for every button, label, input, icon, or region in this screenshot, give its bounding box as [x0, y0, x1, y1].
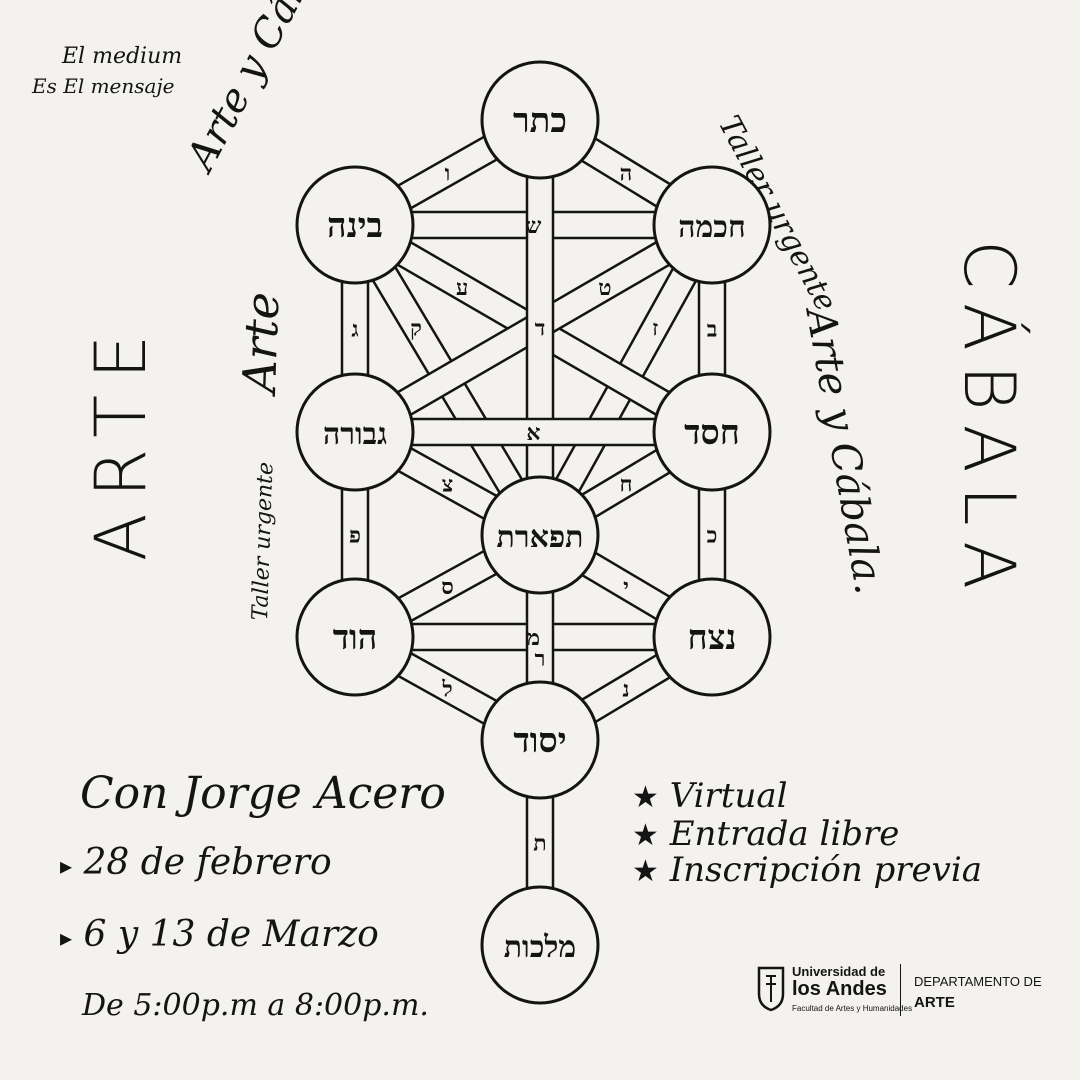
host-name: Con Jorge Acero: [80, 768, 446, 819]
logo-divider: [900, 964, 901, 1016]
date-row-2: ▸ 6 y 13 de Marzo: [60, 914, 379, 955]
date-text: 6 y 13 de Marzo: [83, 914, 379, 955]
path-letter-chesed-netzach: כ: [707, 523, 718, 549]
path-letter-netzach-yesod: נ: [622, 677, 629, 703]
path-letter-tiferet-hod: ס: [441, 574, 454, 600]
university-logo-block: Universidad de los Andes Facultad de Art…: [756, 962, 1056, 1022]
star-icon: ★: [632, 780, 659, 815]
sefira-label-keter: כתר: [513, 101, 567, 141]
path-letter-binah-gevurah: ג: [351, 317, 358, 343]
date-bullet-icon: ▸: [60, 852, 73, 880]
sefira-label-yesod: יסוד: [513, 721, 566, 761]
department-line2: ARTE: [914, 994, 955, 1011]
path-letter-tiferet-yesod: ר: [535, 646, 546, 672]
path-letter-keter-binah: ו: [445, 161, 451, 187]
sefira-label-chesed: חסד: [684, 413, 740, 453]
star-icon: ★: [632, 818, 659, 853]
path-letter-keter-chokhmah: ה: [620, 161, 633, 187]
date-text: 28 de febrero: [83, 842, 332, 883]
path-letters: ו ה ש ק ז ג ב ע ט ד א צ ח פ כ ס י מר ל נ ת: [349, 161, 717, 857]
sefira-label-gevurah: גבורה: [323, 417, 387, 452]
sefira-circle-netzach: [652, 577, 772, 697]
corner-note-line1: El medium: [62, 44, 183, 69]
sefira-label-chokhmah: חכמה: [678, 210, 745, 245]
sefira-circle-tiferet: [480, 475, 600, 595]
time-range: De 5:00p.m a 8:00p.m.: [82, 988, 429, 1023]
path-letter-chokhmah-tiferet: ז: [652, 315, 658, 341]
sefira-label-binah: בינה: [327, 206, 383, 246]
sefira-circle-yesod: [480, 680, 600, 800]
path-letter-binah-tiferet: ק: [410, 315, 422, 341]
faculty-name: Facultad de Artes y Humanidades: [792, 1004, 913, 1013]
sefira-label-tiferet: תפארת: [497, 520, 584, 555]
sefira-label-netzach: נצח: [688, 618, 737, 658]
star-icon: ★: [632, 854, 659, 889]
path-letter-hod-netzach: מ: [527, 625, 540, 651]
path-letter-tiferet-netzach: י: [623, 574, 629, 600]
path-letter-chokhmah-gevurah: ט: [598, 275, 611, 301]
sefira-circle-hod: [295, 577, 415, 697]
date-row-1: ▸ 28 de febrero: [60, 842, 332, 883]
path-letter-binah-chesed: ע: [456, 275, 468, 301]
path-letter-keter-tiferet: ד: [535, 316, 546, 342]
sefira-label-hod: הוד: [333, 618, 378, 658]
sefira-circle-binah: [295, 165, 415, 285]
path-letter-chesed-tiferet: ח: [619, 472, 632, 498]
feature-text: Inscripción previa: [669, 850, 983, 890]
sefira-circle-chesed: [652, 372, 772, 492]
feature-row-3: ★ Inscripción previa: [632, 850, 982, 890]
path-letter-gevurah-chesed: א: [526, 420, 540, 446]
university-name-line2: los Andes: [792, 978, 887, 1000]
path-letter-yesod-malkhut: ת: [533, 831, 546, 857]
sefira-label-malkhut: מלכות: [504, 930, 576, 965]
feature-row-1: ★ Virtual: [632, 776, 788, 816]
sefira-circle-chokhmah: [652, 165, 772, 285]
path-letter-binah-chokhmah: ש: [526, 213, 542, 239]
feature-text: Virtual: [669, 776, 788, 816]
feature-text: Entrada libre: [669, 814, 900, 854]
department-line1: DEPARTAMENTO DE: [914, 974, 1042, 989]
sefira-circle-gevurah: [295, 372, 415, 492]
date-bullet-icon: ▸: [60, 924, 73, 952]
sefira-circle-keter: [480, 60, 600, 180]
path-letter-gevurah-tiferet: צ: [442, 472, 454, 498]
sefira-circle-malkhut: [480, 885, 600, 1005]
university-name-line1: Universidad de: [792, 964, 886, 979]
path-letter-gevurah-hod: פ: [349, 523, 361, 549]
university-crest-icon: [757, 966, 785, 1012]
path-letter-chokhmah-chesed: ב: [707, 317, 718, 343]
corner-note-line2: Es El mensaje: [32, 74, 175, 98]
feature-row-2: ★ Entrada libre: [632, 814, 899, 854]
path-letter-hod-yesod: ל: [441, 677, 452, 703]
